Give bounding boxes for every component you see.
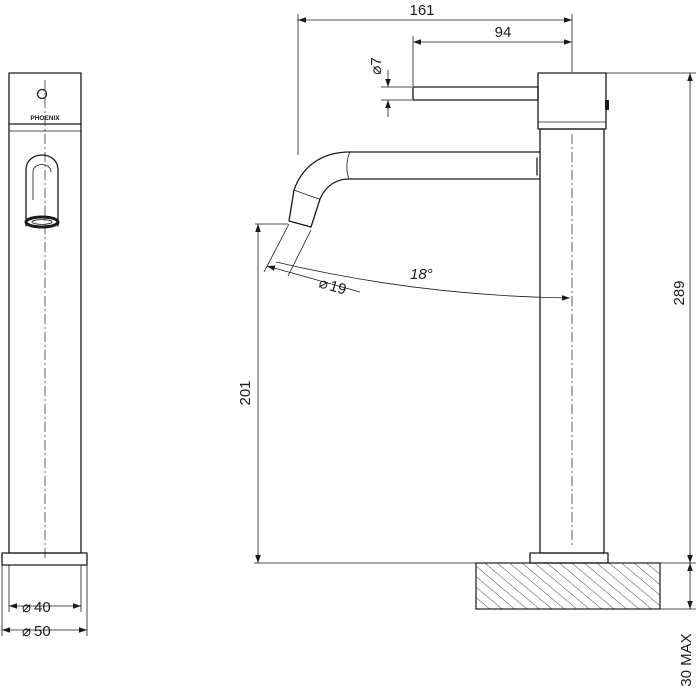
front-view: PHOENIX ⌀40 ⌀50 <box>1 72 88 640</box>
overall-height-label: 289 <box>671 280 688 305</box>
front-spout-outline <box>25 154 59 227</box>
handle-cap <box>537 72 607 130</box>
spout <box>288 151 541 228</box>
bench-section <box>475 562 661 610</box>
spout-inner-line <box>346 151 351 180</box>
side-view: 161 94 ⌀7 ⌀19 18° 201 289 30 MAX <box>237 2 696 687</box>
bench-thickness-label: 30 MAX <box>678 633 695 686</box>
front-base <box>1 552 88 566</box>
spout-bend-line <box>293 189 321 200</box>
overall-reach-label: 161 <box>409 2 434 19</box>
angle-arc <box>275 261 571 301</box>
body-diameter-label: ⌀40 <box>22 599 51 616</box>
outlet-angle-label: 18° <box>410 266 433 283</box>
aerator-ring <box>24 215 60 229</box>
handle-lever <box>412 86 539 101</box>
dim-line-19 <box>266 265 361 293</box>
outlet-height-label: 201 <box>237 380 254 405</box>
ext-19-b <box>287 229 312 277</box>
ext-19-a <box>263 223 290 273</box>
outlet-diameter-label: ⌀19 <box>317 275 348 299</box>
cap-side-pin <box>605 100 609 110</box>
handle-reach-label: 94 <box>495 24 512 41</box>
base-diameter-label: ⌀50 <box>22 623 51 640</box>
side-base <box>529 552 609 564</box>
front-spout-inner <box>32 164 52 200</box>
handle-diameter-label: ⌀7 <box>368 57 385 74</box>
handle-pin-icon <box>36 88 48 100</box>
aerator-inner <box>31 219 53 225</box>
